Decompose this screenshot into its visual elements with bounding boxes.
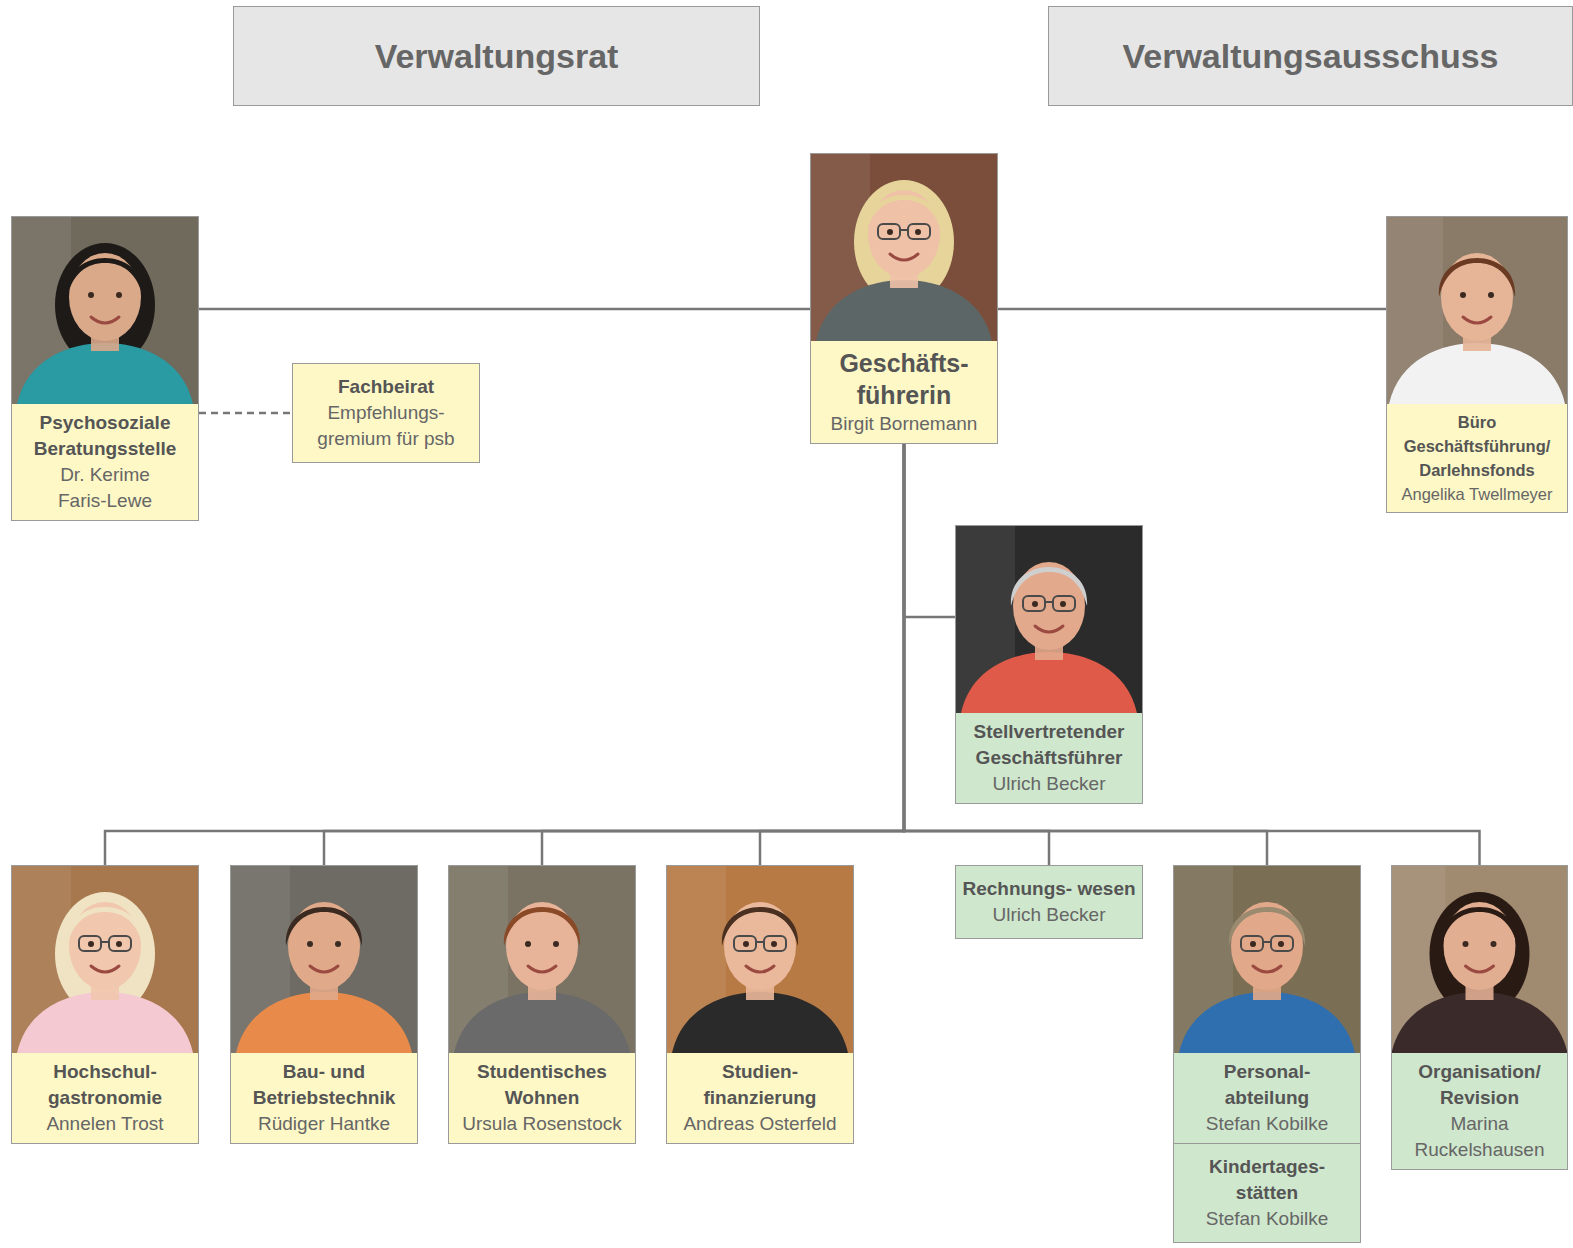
person-name: Empfehlungs- gremium für psb: [299, 400, 473, 452]
person-card: Organisation/ RevisionMarina Ruckelshaus…: [1391, 865, 1568, 1170]
role-title: Organisation/ Revision: [1398, 1059, 1561, 1111]
person-name: Ursula Rosenstock: [455, 1111, 629, 1137]
label-area: Kindertages- stättenStefan Kobilke: [1174, 1144, 1360, 1242]
connector: [904, 444, 1267, 865]
portrait-photo: [12, 866, 198, 1053]
connector: [998, 308, 1386, 311]
role-title: Rechnungs- wesen: [962, 876, 1136, 902]
label-area: Hochschul- gastronomieAnnelen Trost: [12, 1053, 198, 1143]
portrait-photo: [449, 866, 635, 1053]
person-card: Studien- finanzierungAndreas Osterfeld: [666, 865, 854, 1144]
label-area: Personal- abteilungStefan Kobilke: [1174, 1053, 1360, 1143]
role-title: Studentisches Wohnen: [455, 1059, 629, 1111]
role-title: Psychosoziale Beratungsstelle: [18, 410, 192, 462]
advisory-box: FachbeiratEmpfehlungs- gremium für psb: [292, 363, 480, 463]
board-box: Verwaltungsausschuss: [1048, 6, 1573, 106]
person-card: Personal- abteilungStefan Kobilke: [1173, 865, 1361, 1144]
person-card: Geschäfts- führerinBirgit Bornemann: [810, 153, 998, 444]
person-card: Bau- und BetriebstechnikRüdiger Hantke: [230, 865, 418, 1144]
role-title: Personal- abteilung: [1180, 1059, 1354, 1111]
label-area: Organisation/ RevisionMarina Ruckelshaus…: [1392, 1053, 1567, 1169]
dashed-connector: [199, 412, 292, 415]
portrait-photo: [231, 866, 417, 1053]
role-title: Hochschul- gastronomie: [18, 1059, 192, 1111]
connector: [199, 308, 810, 311]
person-name: Ulrich Becker: [962, 771, 1136, 797]
person-card: Stellvertretender GeschäftsführerUlrich …: [955, 525, 1143, 804]
label-area: Studien- finanzierungAndreas Osterfeld: [667, 1053, 853, 1143]
person-name: Andreas Osterfeld: [673, 1111, 847, 1137]
board-title: Verwaltungsrat: [375, 36, 619, 76]
person-card: Studentisches WohnenUrsula Rosenstock: [448, 865, 636, 1144]
portrait-photo: [956, 526, 1142, 713]
board-box: Verwaltungsrat: [233, 6, 760, 106]
board-title: Verwaltungsausschuss: [1122, 36, 1498, 76]
department-box: Kindertages- stättenStefan Kobilke: [1173, 1143, 1361, 1243]
person-name: Angelika Twellmeyer: [1393, 482, 1561, 506]
role-title: Fachbeirat: [299, 374, 473, 400]
person-name: Annelen Trost: [18, 1111, 192, 1137]
label-area: FachbeiratEmpfehlungs- gremium für psb: [293, 364, 479, 462]
role-title: Geschäfts- führerin: [817, 347, 991, 411]
person-name: Dr. Kerime Faris-Lewe: [40, 462, 170, 514]
connector: [105, 444, 904, 865]
person-card: Büro Geschäftsführung/ DarlehnsfondsAnge…: [1386, 216, 1568, 513]
person-card: Hochschul- gastronomieAnnelen Trost: [11, 865, 199, 1144]
connector: [542, 444, 904, 865]
role-title: Studien- finanzierung: [673, 1059, 847, 1111]
label-area: Stellvertretender GeschäftsführerUlrich …: [956, 713, 1142, 803]
person-name: Marina Ruckelshausen: [1398, 1111, 1561, 1163]
portrait-photo: [12, 217, 198, 404]
portrait-photo: [811, 154, 997, 341]
role-title: Büro Geschäftsführung/ Darlehnsfonds: [1393, 410, 1561, 482]
portrait-photo: [1387, 217, 1567, 404]
label-area: Bau- und BetriebstechnikRüdiger Hantke: [231, 1053, 417, 1143]
label-area: Psychosoziale BeratungsstelleDr. Kerime …: [12, 404, 198, 520]
connector: [324, 444, 904, 865]
person-name: Stefan Kobilke: [1180, 1206, 1354, 1232]
role-title: Kindertages- stätten: [1180, 1154, 1354, 1206]
label-area: Geschäfts- führerinBirgit Bornemann: [811, 341, 997, 443]
connector: [904, 444, 955, 617]
person-name: Stefan Kobilke: [1180, 1111, 1354, 1137]
portrait-photo: [1174, 866, 1360, 1053]
connector: [760, 444, 904, 865]
person-name: Rüdiger Hantke: [237, 1111, 411, 1137]
portrait-photo: [1392, 866, 1567, 1053]
department-box: Rechnungs- wesenUlrich Becker: [955, 865, 1143, 939]
portrait-photo: [667, 866, 853, 1053]
role-title: Bau- und Betriebstechnik: [237, 1059, 411, 1111]
person-card: Psychosoziale BeratungsstelleDr. Kerime …: [11, 216, 199, 521]
label-area: Büro Geschäftsführung/ DarlehnsfondsAnge…: [1387, 404, 1567, 512]
role-title: Stellvertretender Geschäftsführer: [962, 719, 1136, 771]
person-name: Ulrich Becker: [962, 902, 1136, 928]
person-name: Birgit Bornemann: [817, 411, 991, 437]
label-area: Studentisches WohnenUrsula Rosenstock: [449, 1053, 635, 1143]
label-area: Rechnungs- wesenUlrich Becker: [956, 866, 1142, 938]
